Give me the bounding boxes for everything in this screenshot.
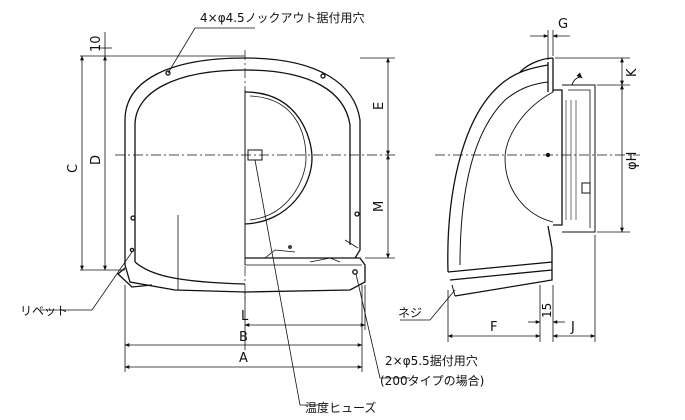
note-rivet: リベット [20, 304, 68, 318]
fan-half-disc [244, 91, 313, 225]
hood-skirt [124, 264, 246, 293]
dim-E: E [372, 102, 387, 110]
note-screw: ネジ [398, 306, 422, 320]
side-hood-outline [447, 64, 549, 273]
side-leaders [400, 289, 456, 321]
front-leaders [40, 27, 410, 406]
note-knockout-holes: 4×φ4.5ノックアウト据付用穴 [200, 10, 364, 25]
dim-D: D [89, 155, 104, 165]
dim-F: F [490, 320, 497, 335]
hood-outline [124, 57, 361, 265]
dim-K: K [625, 68, 640, 77]
side-view [447, 57, 596, 297]
hood-inner [134, 69, 351, 262]
base-plate [244, 257, 366, 293]
side-dimensions [447, 30, 630, 342]
wall-plate [553, 89, 563, 226]
dim-15: 15 [540, 303, 554, 318]
front-dimensions [80, 32, 395, 372]
front-view [117, 57, 366, 293]
note-mount-holes: 2×φ5.5据付用穴 [385, 353, 478, 368]
dim-J: J [570, 320, 575, 335]
dim-C: C [66, 164, 81, 173]
dim-ten: 10 [89, 35, 104, 52]
note-fuse: 温度ヒューズ [305, 400, 376, 415]
dim-B: B [239, 330, 248, 345]
note-mount-holes-sub: (200タイプの場合) [380, 373, 484, 388]
dim-phiH: φH [625, 152, 640, 170]
dim-A: A [239, 351, 248, 366]
dim-L: L [241, 309, 249, 324]
front-centerlines [115, 50, 395, 300]
dim-G: G [558, 17, 568, 32]
dim-M: M [372, 201, 387, 212]
duct [447, 225, 553, 273]
